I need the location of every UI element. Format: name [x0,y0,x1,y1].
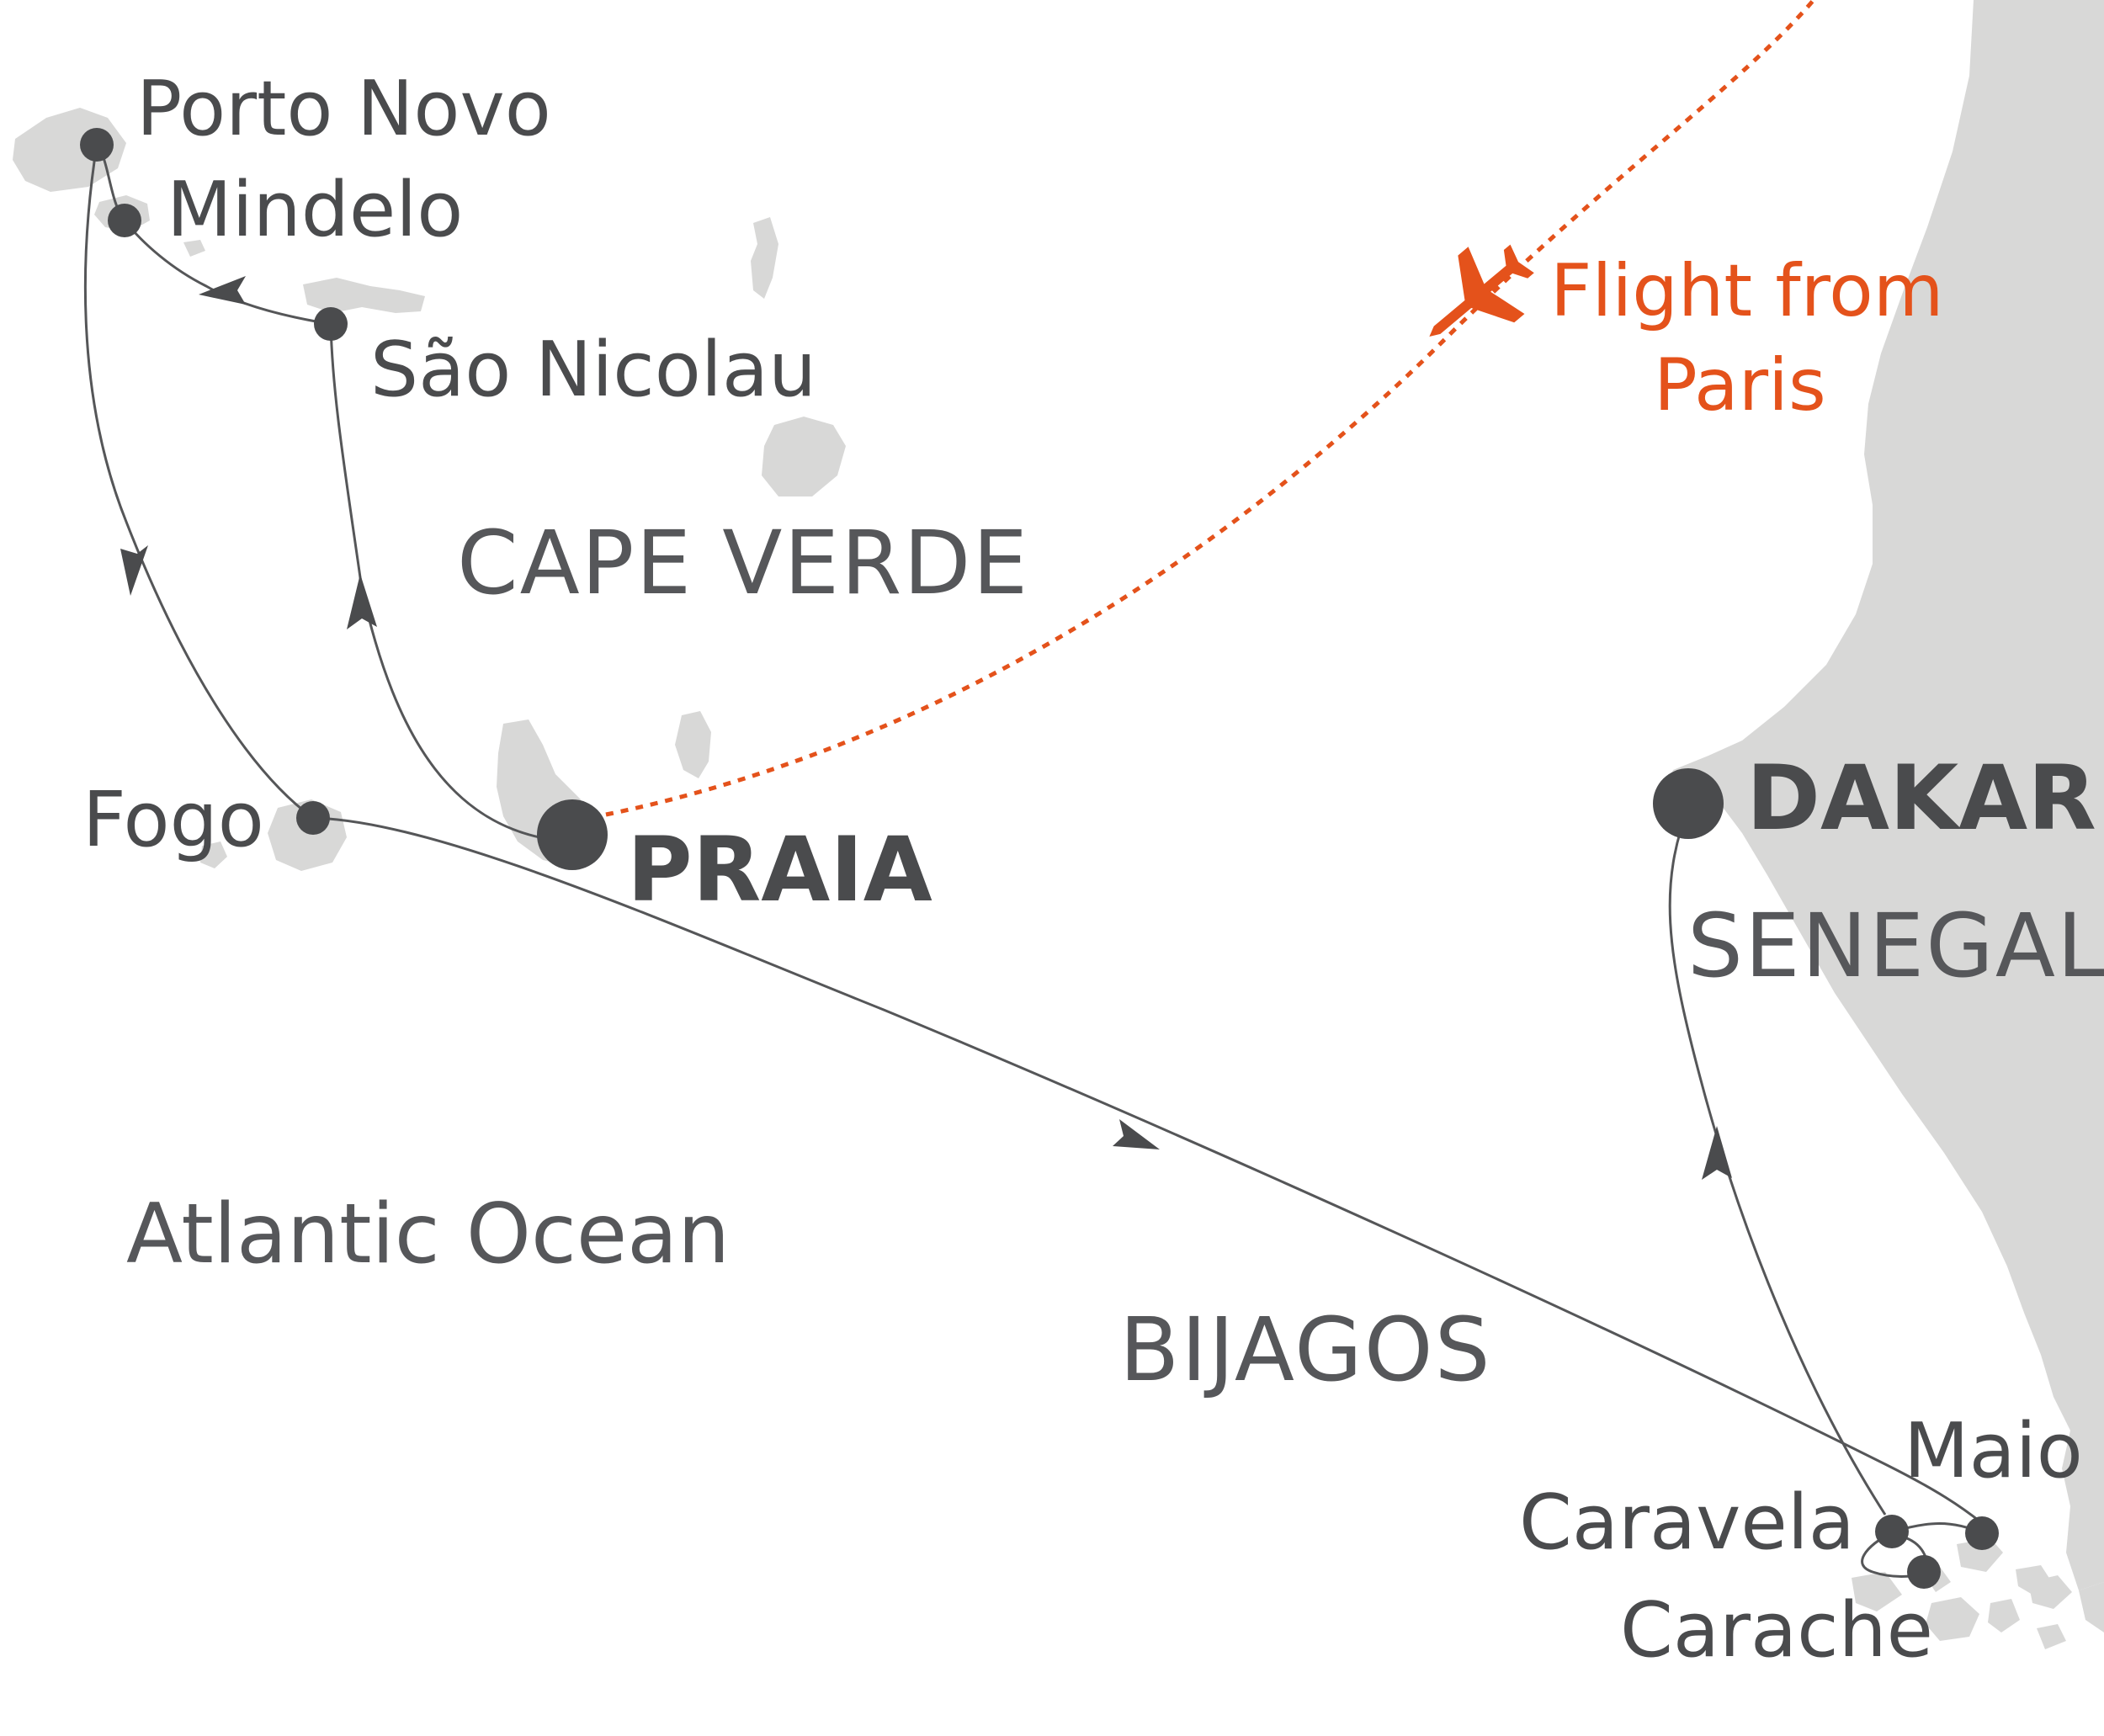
flight-route-line [605,0,1815,817]
label-praia: PRAIA [627,818,932,921]
senegal-landmass [1665,0,2104,1590]
label-porto-novo: Porto Novo [136,65,551,153]
arrow-icon [347,574,377,629]
arrow-icon [1702,1126,1732,1180]
marker-fogo [296,801,330,835]
label-sao-nicolau: São Nicolau [370,326,816,414]
route-arrows [120,276,1732,1180]
region-bijagos: BIJAGOS [1119,1298,1492,1401]
arrow-icon [199,276,246,305]
arrow-icon [120,545,148,596]
airplane-icon [1429,244,1534,337]
label-dakar: DAKAR [1746,746,2096,850]
flight-label-line1: Flight from [1550,249,1944,333]
label-fogo: Fogo [82,776,264,864]
arrow-icon [1113,1119,1160,1149]
marker-maio [1965,1516,1999,1550]
marker-praia [537,799,608,870]
marker-caravela [1875,1515,1909,1548]
region-cape-verde: CAPE VERDE [457,512,1029,614]
port-markers [80,128,1999,1589]
region-senegal: SENEGAL [1687,895,2104,997]
marker-porto-novo [80,128,114,162]
label-maio: Maio [1904,1407,2083,1495]
marker-sao-nicolau [314,307,348,341]
label-mindelo: Mindelo [167,166,463,254]
marker-mindelo [108,204,141,237]
label-carache: Carache [1620,1586,1933,1675]
marker-dakar [1653,768,1724,839]
flight-label-line2: Paris [1654,343,1826,427]
marker-carache [1907,1555,1941,1589]
label-caravela: Caravela [1519,1479,1855,1567]
ocean-label: Atlantic Ocean [126,1187,730,1282]
